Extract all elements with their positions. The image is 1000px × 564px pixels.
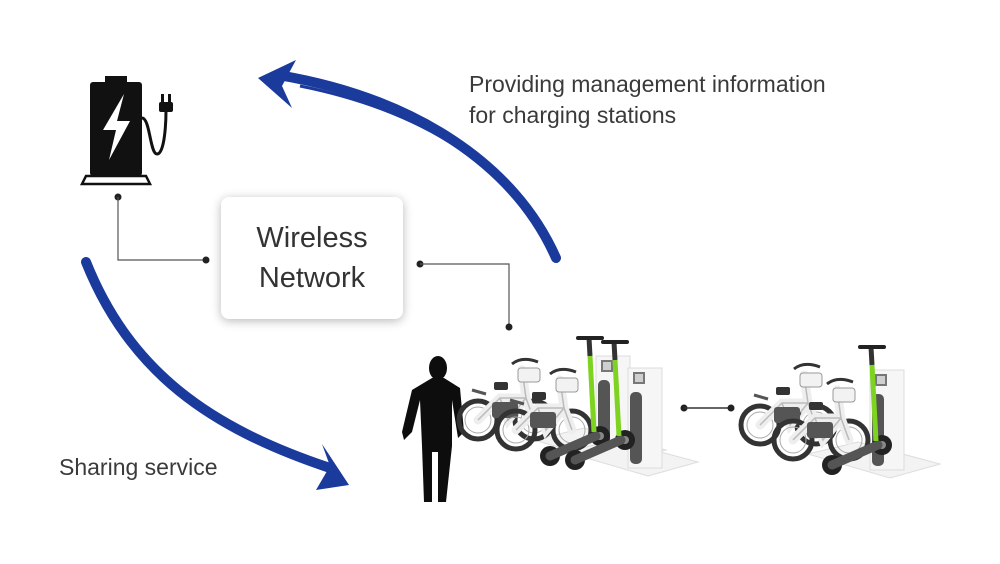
network-label-line-1: Wireless [256, 222, 368, 254]
arrow-head-down [316, 444, 349, 490]
management-caption-line-1: Providing management information [469, 71, 826, 97]
wireless-network-box: Wireless Network [221, 197, 403, 319]
charging-station-group-1 [459, 338, 699, 477]
sharing-service-arrow [81, 257, 349, 490]
charging-station-icon [79, 76, 173, 186]
management-info-caption: Providing management information for cha… [469, 69, 826, 131]
connector-network-to-station [416, 260, 513, 331]
management-info-arrow [258, 60, 561, 263]
management-caption-line-2: for charging stations [469, 102, 677, 128]
connector-station-to-network [114, 193, 210, 264]
arrow-head-up [258, 60, 296, 108]
sharing-service-caption: Sharing service [59, 454, 218, 480]
person-silhouette-icon [402, 356, 464, 502]
charging-station-group-2 [741, 347, 941, 478]
network-label-line-2: Network [258, 262, 366, 294]
connector-station-to-station [680, 404, 735, 412]
